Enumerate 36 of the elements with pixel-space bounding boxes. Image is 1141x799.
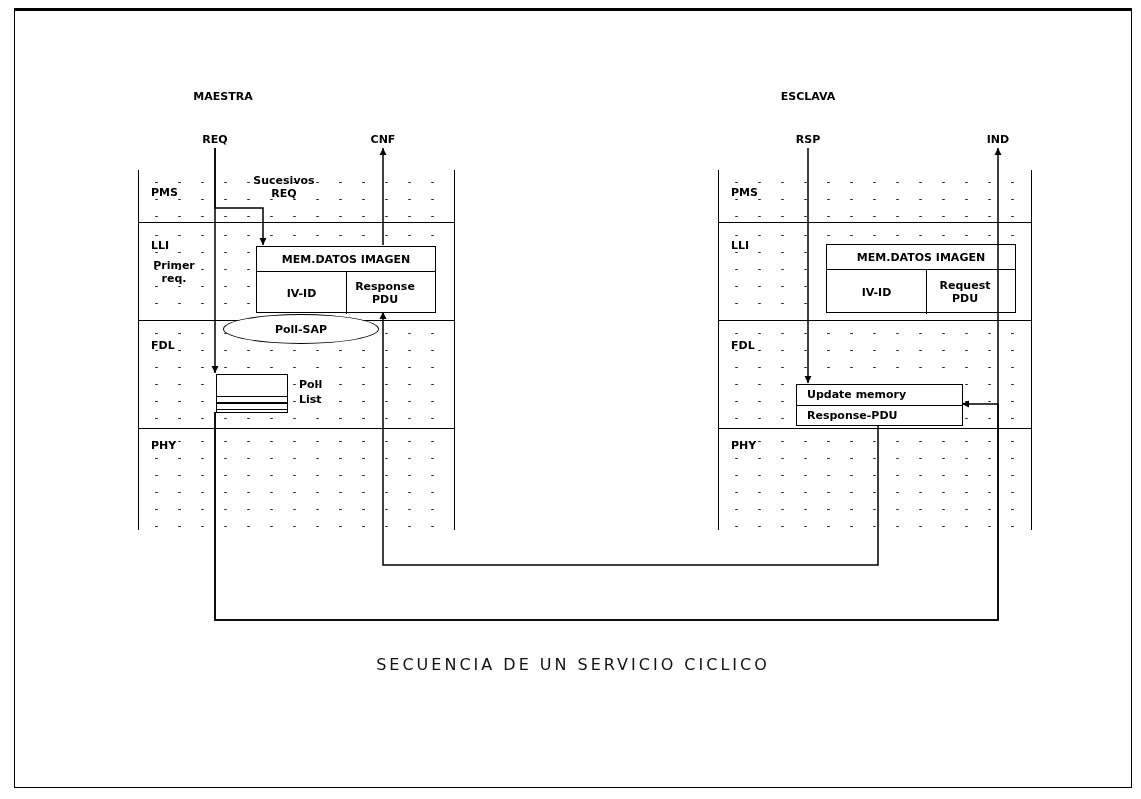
arrow [379, 147, 387, 246]
table-cell: IV-ID [827, 270, 927, 314]
layer-note: Primer req. [152, 258, 196, 285]
stack-heading: MAESTRA [192, 90, 254, 103]
layer-label: PMS [151, 185, 179, 199]
layer-label: PHY [151, 438, 178, 452]
buffer-box [796, 384, 963, 426]
stack-heading: ESCLAVA [779, 90, 837, 103]
table-cell: IV-ID [257, 272, 347, 314]
table-cell: Request PDU [927, 270, 1017, 314]
list-label: Poll List [299, 377, 324, 407]
layer-label: LLI [151, 238, 171, 252]
layer-label: LLI [731, 238, 751, 252]
layer-label: PMS [731, 185, 759, 199]
layer-label: PHY [731, 438, 758, 452]
buffer-row-text: Update memory [806, 387, 908, 404]
signal-label: IND [978, 132, 1018, 148]
signal-label: CNF [363, 132, 403, 148]
arrow [214, 400, 999, 621]
signal-label: REQ [195, 132, 235, 148]
arrow [214, 147, 267, 246]
arrow [804, 147, 812, 384]
signal-label: RSP [788, 132, 828, 148]
protocol-stack [138, 170, 455, 530]
layer-note: Sucesivos REQ [252, 173, 316, 200]
protocol-stack [718, 170, 1032, 530]
table-header: MEM.DATOS IMAGEN [827, 245, 1015, 270]
layer-label: FDL [731, 338, 756, 352]
table-cell: Response PDU [347, 272, 437, 314]
table-header: MEM.DATOS IMAGEN [257, 247, 435, 272]
layer-label: FDL [151, 338, 176, 352]
memory-table [256, 246, 436, 313]
buffer-row: Response-PDU [797, 404, 962, 425]
diagram-caption: SECUENCIA DE UN SERVICIO CICLICO [375, 655, 771, 674]
arrow [379, 311, 879, 566]
memory-table [826, 244, 1016, 313]
